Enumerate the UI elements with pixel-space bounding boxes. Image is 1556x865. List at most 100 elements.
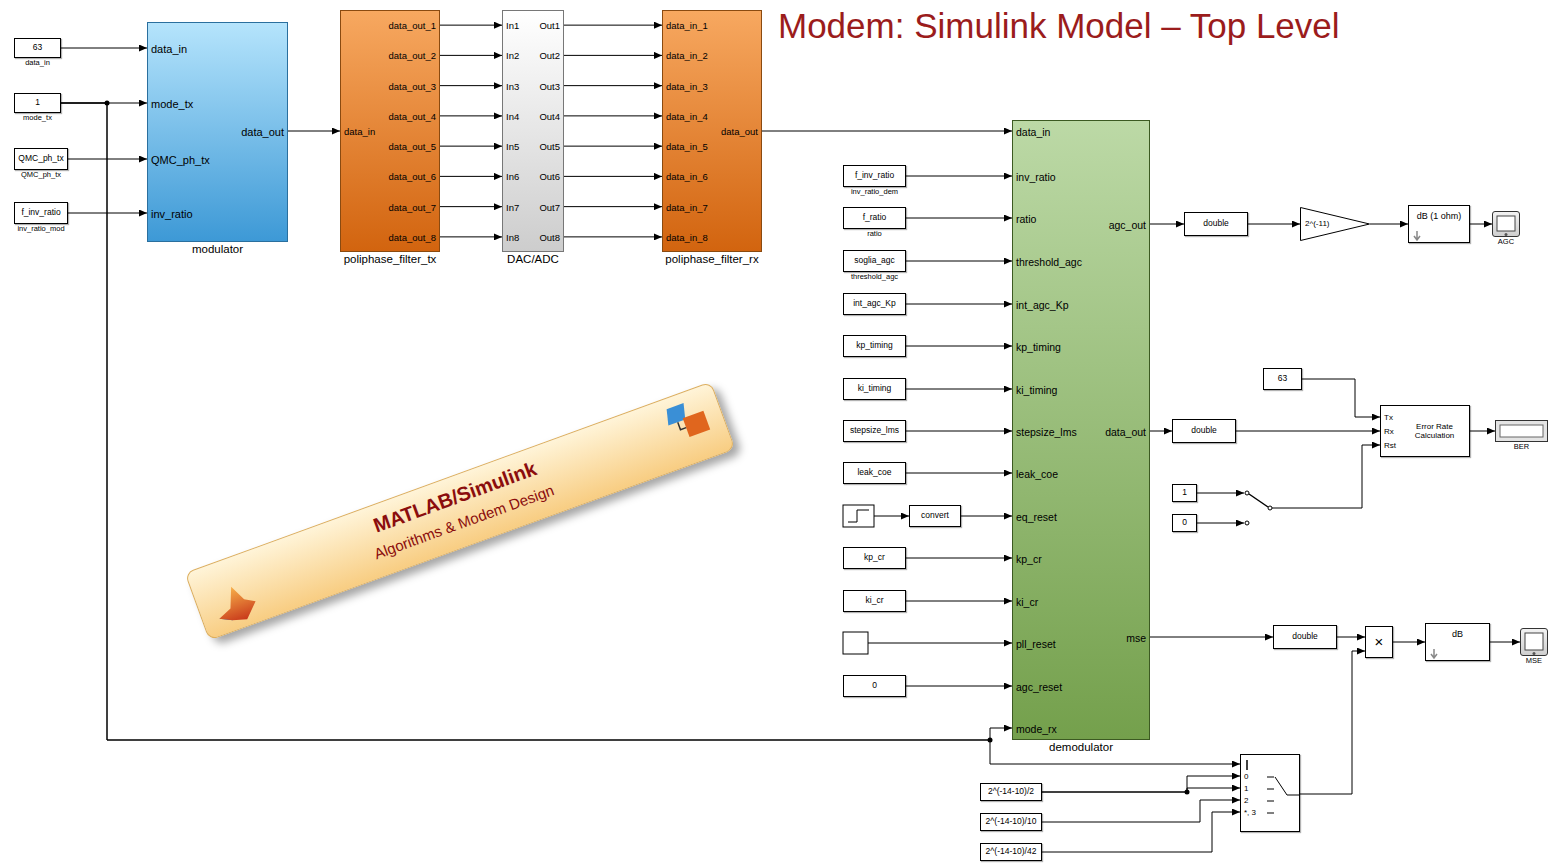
signal-line: [440, 115, 502, 116]
down-arrow-icon: [1431, 649, 1437, 658]
port-label: data_out_8: [388, 232, 436, 243]
port-label: In6: [506, 172, 519, 183]
port-label: In2: [506, 51, 519, 62]
down-arrow-icon: [1414, 231, 1420, 240]
port-label: eq_reset: [1016, 511, 1057, 523]
block-name: inv_ratio_mod: [17, 225, 64, 234]
block-value: double: [1191, 426, 1217, 436]
switch-pivot: [1268, 506, 1272, 510]
constant-block: ki_timing: [843, 378, 906, 400]
switch-lever: [1275, 777, 1300, 795]
product-block: ×: [1365, 626, 1393, 658]
port-label: 0: [1244, 772, 1248, 781]
signal-line: [564, 25, 662, 26]
port-label: data_in_5: [666, 142, 708, 153]
signal-line: [1236, 431, 1380, 432]
port-label: agc_reset: [1016, 681, 1062, 693]
signal-line: [906, 389, 1012, 390]
port-label: data_out_4: [388, 111, 436, 122]
matlab-logo: [210, 581, 260, 629]
signal-line: [1248, 224, 1300, 225]
port-label: data_in_7: [666, 202, 708, 213]
scope-block: AGC: [1492, 211, 1520, 237]
conversion-block: double: [1184, 212, 1248, 236]
switch-contact: [1267, 789, 1274, 790]
block-value: double: [1203, 219, 1229, 229]
port-label: data_in_2: [666, 51, 708, 62]
port-label: Out3: [539, 81, 560, 92]
signal-line: [440, 236, 502, 237]
block-value: f_inv_ratio: [21, 208, 60, 218]
constant-block: kp_cr: [843, 547, 906, 569]
block-value: convert: [921, 511, 949, 521]
block-value: 2^(-14-10)/42: [986, 847, 1037, 857]
gain-triangle: [1301, 208, 1370, 241]
block-name: threshold_agc: [851, 273, 898, 282]
port-label: pll_reset: [1016, 638, 1056, 650]
block-name: poliphase_filter_tx: [344, 253, 437, 266]
constant-block: soglia_agcthreshold_agc: [843, 250, 906, 272]
display-field: [1500, 425, 1543, 437]
block-value: dB (1 ohm): [1417, 211, 1462, 221]
port-label: data_in: [344, 127, 375, 138]
page-title: Modem: Simulink Model – Top Level: [778, 6, 1340, 46]
block-value: stepsize_lms: [850, 426, 899, 436]
title-banner: MATLAB/SimulinkAlgorithms & Modem Design: [185, 381, 736, 640]
port-label: In7: [506, 202, 519, 213]
block-value: dB: [1452, 629, 1463, 639]
switch-contact: [1267, 801, 1274, 802]
port-label: Rx: [1384, 427, 1394, 436]
signal-line: [440, 146, 502, 147]
port-label: data_in: [151, 43, 187, 56]
control-mark: [1246, 760, 1248, 770]
signal-line: [906, 176, 1012, 177]
signal-line: [906, 261, 1012, 262]
port-label: mse: [1126, 632, 1146, 644]
signal-line: [1272, 445, 1380, 508]
signal-line: [1470, 431, 1495, 432]
port-label: Out7: [539, 202, 560, 213]
scope-knob: [1505, 233, 1508, 236]
conversion-block: double: [1172, 419, 1236, 443]
port-label: Out2: [539, 51, 560, 62]
block-name: DAC/ADC: [507, 253, 559, 266]
block-value: ki_cr: [866, 596, 884, 606]
port-label: 1: [1244, 784, 1248, 793]
switch-contact: [1245, 491, 1249, 495]
block-value: 2^(-14-10)/10: [986, 817, 1037, 827]
signal-line: [906, 218, 1012, 219]
signal-line: [1042, 788, 1240, 792]
conversion-block: convert: [909, 505, 961, 527]
port-label: mode_rx: [1016, 723, 1057, 735]
empty-constant-block: [843, 632, 868, 654]
port-label: data_out: [1105, 426, 1146, 438]
signal-line: [1490, 642, 1520, 643]
block-icon: [1241, 755, 1301, 833]
port-label: data_in: [1016, 126, 1050, 138]
simulink-logo: [663, 398, 710, 443]
signal-line: [440, 55, 502, 56]
block-value: 1: [1182, 488, 1187, 498]
signal-line: [874, 516, 909, 517]
port-label: In5: [506, 142, 519, 153]
constant-block: ki_cr: [843, 590, 906, 612]
signal-line: [564, 146, 662, 147]
signal-line: [906, 304, 1012, 305]
constant-block: 2^(-14-10)/2: [980, 783, 1042, 801]
port-label: data_out_3: [388, 81, 436, 92]
switch-contact: [1267, 777, 1274, 778]
port-label: stepsize_lms: [1016, 426, 1077, 438]
block-name: AGC: [1498, 238, 1514, 247]
block-name: BER: [1514, 443, 1529, 452]
constant-block: int_agc_Kp: [843, 293, 906, 315]
port-label: data_in_4: [666, 111, 708, 122]
port-label: In1: [506, 21, 519, 32]
signal-line: [868, 643, 1012, 644]
subsystem-block: In1In2In3In4In5In6In7In8Out1Out2Out3Out4…: [502, 10, 564, 252]
port-label: data_out_5: [388, 142, 436, 153]
gain-block: 2^(-11): [1300, 207, 1370, 241]
port-label: *, 3: [1244, 808, 1256, 817]
port-label: data_in_1: [666, 21, 708, 32]
constant-block: 0: [1172, 514, 1197, 532]
